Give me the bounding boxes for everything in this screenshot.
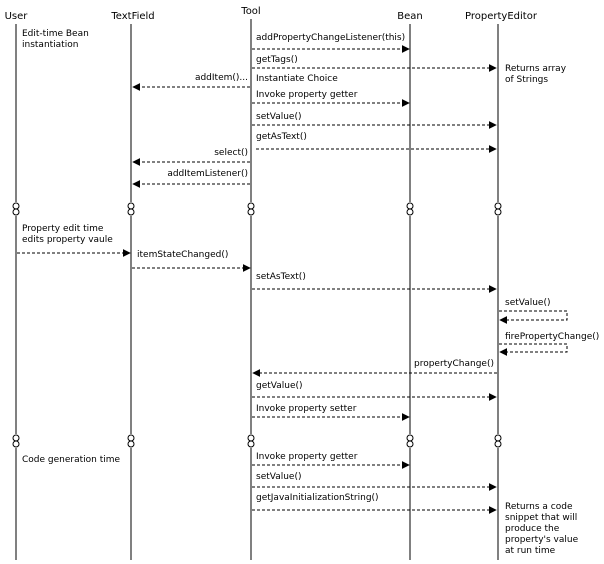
msg-invoke-getter-2-label: Invoke property getter xyxy=(256,452,358,462)
phase-property-edit-label-line-1: Property edit time xyxy=(22,224,104,234)
msg-add-item-label: addItem()... xyxy=(195,73,248,83)
lifeline-break-markers xyxy=(12,202,502,448)
msg-add-item-listener-label: addItemListener() xyxy=(167,169,248,179)
msg-get-value-1-label: getValue() xyxy=(256,381,303,391)
participant-user-label: User xyxy=(5,11,29,22)
participant-bean-label: Bean xyxy=(397,11,422,22)
msg-get-tags-label: getTags() xyxy=(256,55,298,65)
msg-self-set-value-label: setValue() xyxy=(505,298,551,308)
msg-instantiate-choice-label: Instantiate Choice xyxy=(256,74,338,84)
phase-code-generation-label: Code generation time xyxy=(22,455,121,465)
participant-textfield-label: TextField xyxy=(110,11,154,22)
msg-item-state-changed-label: itemStateChanged() xyxy=(137,250,228,260)
msg-set-value-2-label: setValue() xyxy=(256,472,302,482)
note-returns-code-line-3: produce the xyxy=(505,524,560,534)
note-returns-code-line-5: at run time xyxy=(505,546,556,556)
msg-get-java-init-string-label: getJavaInitializationString() xyxy=(256,493,379,503)
msg-select-label: select() xyxy=(214,148,248,158)
msg-set-as-text-label: setAsText() xyxy=(256,272,306,282)
note-returns-array-line-1: Returns array xyxy=(505,64,567,74)
participant-editor-label: PropertyEditor xyxy=(465,11,538,22)
msg-get-as-text-label: getAsText() xyxy=(256,132,307,142)
participant-tool-label: Tool xyxy=(240,6,260,17)
note-returns-code-line-1: Returns a code xyxy=(505,502,573,512)
note-returns-code-line-4: property's value xyxy=(505,535,579,545)
msg-add-property-change-listener-label: addPropertyChangeListener(this) xyxy=(256,33,405,43)
msg-set-value-1-label: setValue() xyxy=(256,112,302,122)
msg-fire-property-change-label: firePropertyChange() xyxy=(505,332,599,342)
phase-property-edit-label-line-2: edits property vaule xyxy=(22,235,113,245)
msg-invoke-setter-label: Invoke property setter xyxy=(256,404,357,414)
phase-edit-time-label-line-1: Edit-time Bean xyxy=(22,29,89,39)
msg-invoke-getter-1-label: Invoke property getter xyxy=(256,90,358,100)
msg-property-change-label: propertyChange() xyxy=(414,359,494,369)
phase-edit-time-label-line-2: instantiation xyxy=(22,40,78,50)
note-returns-code-line-2: snippet that will xyxy=(505,513,577,523)
msg-fire-property-change-arrow xyxy=(499,343,568,356)
msg-self-set-value-arrow xyxy=(499,310,568,324)
note-returns-array-line-2: of Strings xyxy=(505,75,548,85)
